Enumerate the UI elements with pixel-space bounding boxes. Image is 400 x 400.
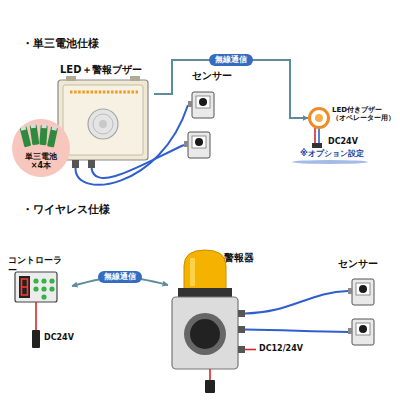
node-text-box: LED付きブザー （オペレーター用） [332, 107, 396, 122]
option-note: ※オプション設定 [300, 150, 364, 159]
sensor-wire [92, 145, 185, 178]
power-plug [32, 330, 40, 348]
power-label: DC24V [328, 138, 358, 147]
edge-label: 無線通信 [98, 271, 142, 284]
power-plug [205, 380, 215, 393]
sensor-wire [75, 105, 188, 185]
sensor-unit [348, 279, 374, 305]
sensor-unit [184, 132, 210, 158]
alarm-unit [172, 250, 245, 369]
node-text: 警報器 [224, 252, 254, 263]
node-text-box: コントローラー [8, 256, 70, 276]
wireless-arrow [154, 60, 308, 118]
power-plug [312, 143, 322, 148]
sensor-unit [348, 319, 374, 345]
edge-label: 無線通信 [209, 54, 253, 67]
shadow-line [292, 160, 368, 164]
power-wire [245, 349, 256, 351]
power-wire [35, 302, 37, 330]
buzzer-node: LED付きブザー （オペレーター用） [308, 104, 396, 134]
controller-unit [15, 272, 57, 302]
power-wire [314, 128, 316, 144]
node-text-box: 警報器 [224, 252, 254, 263]
sensor-wire [245, 291, 348, 314]
node-text: コントローラー [8, 256, 70, 276]
controller-node: コントローラー [6, 254, 72, 304]
alarm-node: 警報器 [168, 248, 256, 372]
power-wire [318, 128, 320, 144]
power-label: DC12/24V [259, 345, 303, 354]
node-text: LED＋警報ブザー [60, 64, 152, 75]
section-heading: ・単三電池仕様 [22, 38, 99, 50]
section-heading: ・ワイヤレス仕様 [22, 204, 110, 216]
sensor-label: センサー [192, 70, 232, 81]
power-wire [209, 369, 211, 380]
node-text: LED付きブザー （オペレーター用） [332, 107, 396, 122]
node-text: 単三電池 ×4本 [21, 153, 61, 171]
alarm-enclosure [58, 76, 148, 168]
sensor-label: センサー [338, 258, 378, 269]
node-text-box: LED＋警報ブザー [60, 64, 152, 75]
battery-circle: 単三電池 ×4本 [12, 119, 70, 177]
sensor-unit [188, 92, 214, 118]
power-label: DC24V [44, 334, 74, 343]
node-text-box: 単三電池 ×4本 [21, 153, 61, 171]
sensor-wire [245, 330, 348, 333]
